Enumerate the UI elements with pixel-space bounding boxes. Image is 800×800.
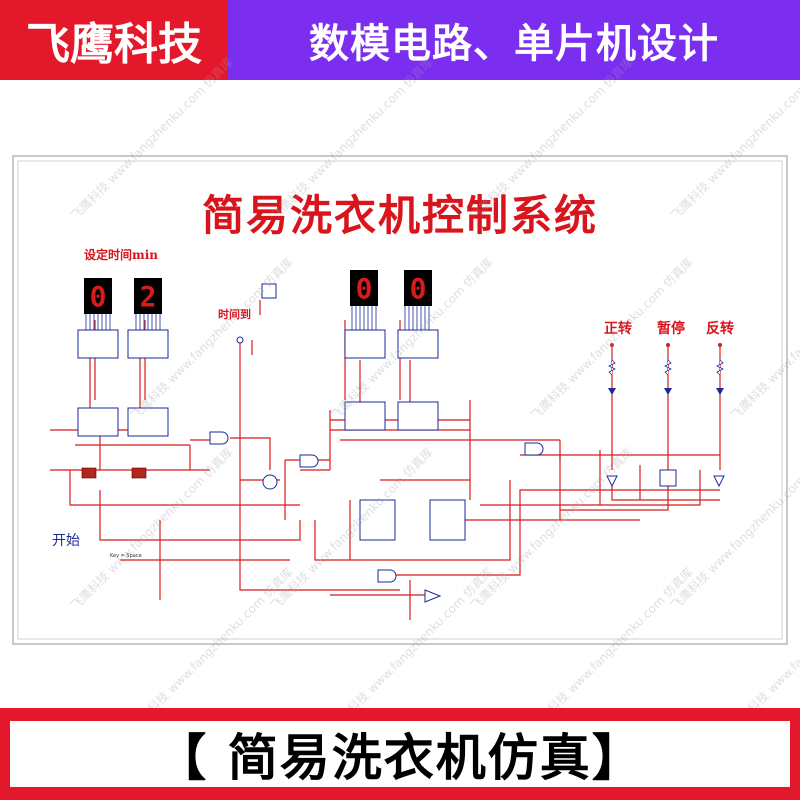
time-up-label: 时间到: [218, 308, 251, 321]
seven-segment-display-icon: 0: [350, 270, 378, 306]
status-label-forward: 正转: [604, 321, 632, 337]
set-time-label: 设定时间min: [84, 248, 158, 262]
brand-title: 飞鹰科技: [0, 0, 228, 80]
bottom-caption: 【 简易洗衣机仿真】: [10, 721, 790, 787]
schematic-title: 简易洗衣机控制系统: [201, 191, 598, 240]
seven-segment-display-icon: 0: [84, 278, 112, 314]
status-label-reverse: 反转: [706, 321, 734, 337]
seven-segment-display-icon: 2: [134, 278, 162, 314]
key-label: Key = Space: [110, 553, 142, 559]
seven-segment-display-icon: 0: [404, 270, 432, 306]
start-label: 开始: [52, 533, 80, 549]
status-label-pause: 暂停: [657, 321, 685, 337]
bottom-banner: 【 简易洗衣机仿真】: [0, 708, 800, 800]
promo-title: 数模电路、单片机设计: [228, 0, 800, 80]
top-banner: 飞鹰科技 数模电路、单片机设计: [0, 0, 800, 80]
